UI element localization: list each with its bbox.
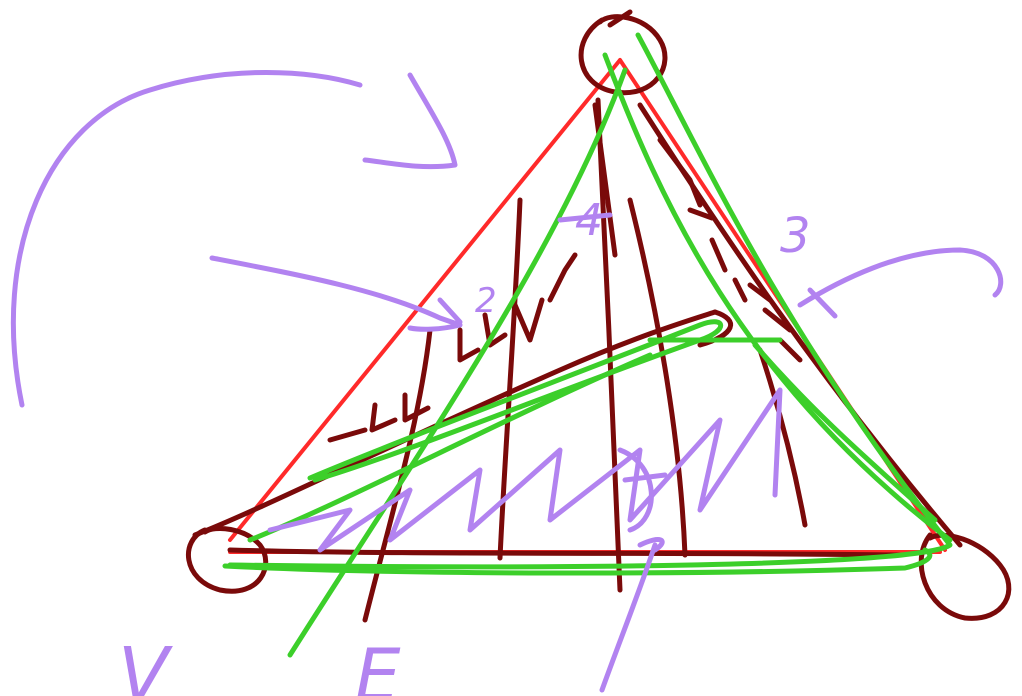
zigzag-shading	[267, 387, 783, 553]
right-vertex-circle	[918, 532, 1012, 621]
label-2: 2	[475, 281, 497, 321]
arrow-head-top	[362, 72, 458, 170]
green-strokes	[222, 32, 953, 658]
maroon-scribbles	[327, 137, 803, 443]
label-3: 3	[780, 208, 811, 264]
right-arrow	[797, 247, 1004, 319]
maroon-edges	[192, 9, 963, 558]
big-curved-arrow	[10, 70, 363, 408]
red-triangle	[228, 58, 947, 554]
purple-strokes	[10, 70, 1004, 693]
left-pointing-arrow	[209, 255, 463, 332]
top-vertex-circle	[578, 14, 668, 96]
label-e: E	[355, 633, 401, 696]
label-v: V	[118, 632, 173, 696]
maroon-hatch-lines	[362, 97, 808, 623]
label-4: 4	[575, 195, 603, 246]
handwritten-labels: 4 3 2 V E	[118, 195, 811, 696]
vertex-circles	[185, 14, 1012, 621]
left-vertex-circle	[185, 525, 269, 594]
